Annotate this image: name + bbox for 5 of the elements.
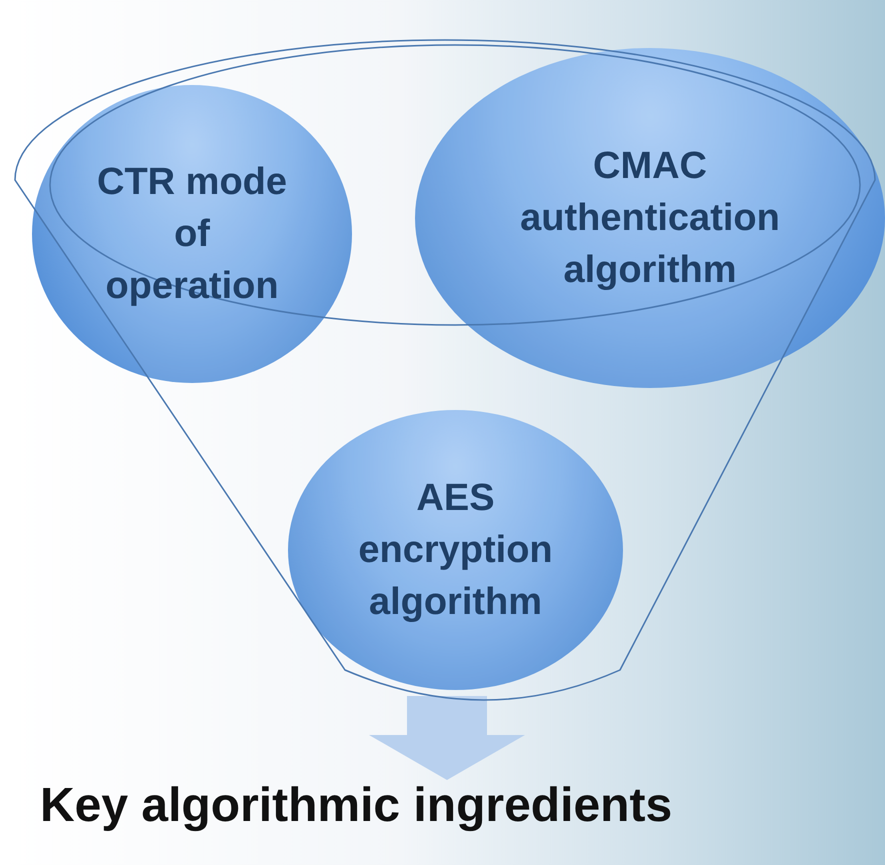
node-label: CTR mode of operation — [96, 160, 288, 309]
node-label: CMAC authentication algorithm — [519, 144, 781, 293]
heading-text: Key algorithmic ingredients — [40, 778, 672, 833]
block-arrow — [369, 696, 525, 780]
node-label: AES encryption algorithm — [357, 476, 554, 625]
